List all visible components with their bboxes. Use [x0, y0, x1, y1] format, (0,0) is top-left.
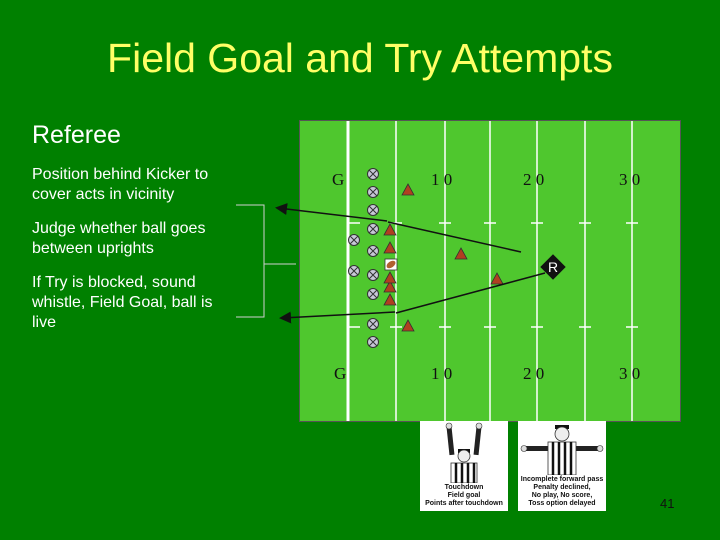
defender-icon — [367, 168, 379, 180]
football-field-diagram: G 1 0 2 0 3 0 G 1 0 2 0 3 0 — [299, 120, 681, 422]
referee-marker: R — [540, 254, 566, 280]
field-svg: G 1 0 2 0 3 0 G 1 0 2 0 3 0 — [332, 121, 640, 421]
football-icon — [384, 258, 398, 271]
offense-triangle-icon — [383, 280, 397, 293]
defender-icon — [367, 269, 379, 281]
section-heading: Referee — [32, 121, 121, 149]
defender-icon — [348, 265, 360, 277]
field-label-bottom-g: G — [334, 364, 346, 383]
field-label-bottom-20: 2 0 — [523, 364, 544, 383]
bullet-kicker-position: Position behind Kicker to cover acts in … — [32, 166, 209, 203]
offense-triangle-icon — [401, 183, 415, 196]
referee-label: R — [548, 259, 558, 275]
incomplete-caption-line: Incomplete forward pass — [520, 476, 604, 483]
offense-triangle-icon — [383, 293, 397, 306]
bullet-blocked-try: If Try is blocked, sound whistle, Field … — [32, 274, 213, 331]
offense-triangle-icon — [401, 319, 415, 332]
defender-icon — [367, 288, 379, 300]
hash-marks — [348, 222, 638, 328]
incomplete-caption-line: Penalty declined, — [533, 484, 591, 491]
incomplete-caption-line: No play, No score, — [531, 492, 593, 499]
field-label-top-g: G — [332, 170, 344, 189]
touchdown-caption-line: Touchdown — [444, 484, 484, 491]
defender-icon — [367, 223, 379, 235]
field-label-bottom-10: 1 0 — [431, 364, 452, 383]
defender-icon — [367, 318, 379, 330]
offense-triangle-icon — [383, 241, 397, 254]
page-number: 41 — [660, 496, 675, 511]
bullet-judge-uprights: Judge whether ball goes between uprights — [32, 220, 206, 257]
touchdown-caption-line: Points after touchdown — [425, 500, 503, 507]
kick-line-upper — [387, 221, 522, 253]
incomplete-caption-line: Toss option delayed — [528, 500, 596, 507]
kick-line-lower — [395, 272, 546, 314]
offense-triangle-icon — [383, 223, 397, 236]
offensive-players — [383, 183, 504, 332]
offense-triangle-icon — [383, 271, 397, 284]
holder-triangle-icon — [490, 272, 504, 285]
touchdown-signal-icon — [445, 422, 483, 483]
touchdown-caption-line: Field goal — [447, 492, 481, 499]
incomplete-pass-signal-card: Incomplete forward pass Penalty declined… — [518, 421, 606, 511]
bracket — [236, 204, 265, 318]
defender-icon — [348, 234, 360, 246]
defender-icon — [367, 204, 379, 216]
defensive-players — [348, 168, 379, 348]
field-label-top-20: 2 0 — [523, 170, 544, 189]
slide-title: Field Goal and Try Attempts — [107, 35, 613, 81]
field-label-bottom-30: 3 0 — [619, 364, 640, 383]
defender-icon — [367, 336, 379, 348]
defender-icon — [367, 186, 379, 198]
kicker-triangle-icon — [454, 247, 468, 260]
defender-icon — [367, 245, 379, 257]
field-label-top-10: 1 0 — [431, 170, 452, 189]
incomplete-pass-signal-icon — [520, 425, 604, 475]
field-label-top-30: 3 0 — [619, 170, 640, 189]
touchdown-signal-card: Touchdown Field goal Points after touchd… — [420, 421, 508, 511]
